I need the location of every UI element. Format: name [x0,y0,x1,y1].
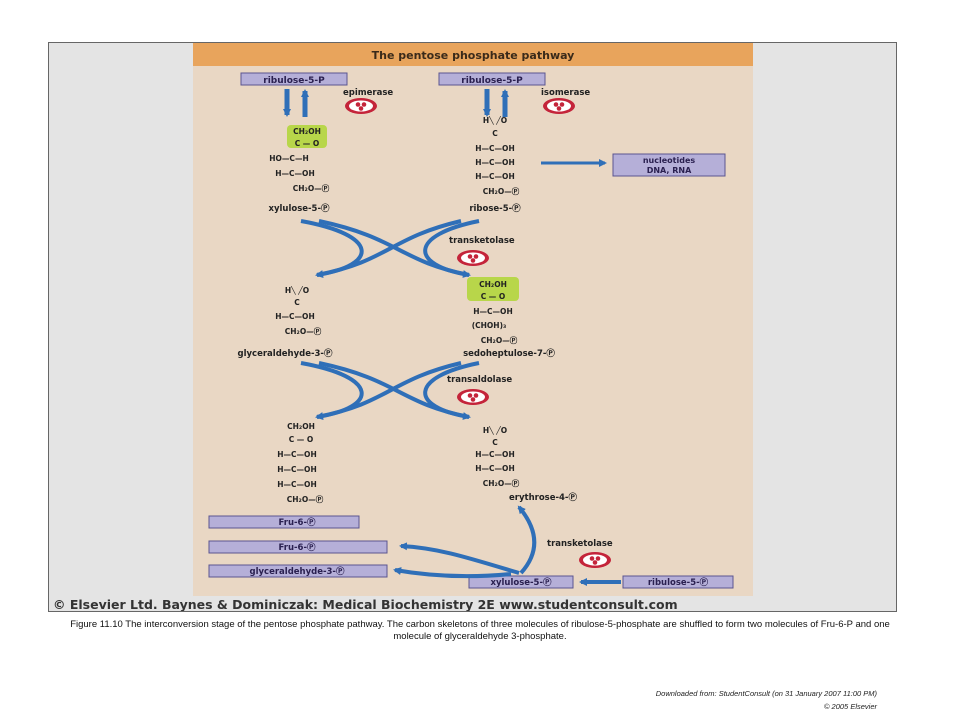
glyceraldehyde3p-box-label: glyceraldehyde-3-Ⓟ [250,566,345,577]
transketolase-1-crossing-arrows [300,219,480,278]
glyceraldehyde-struct-line-1: H╲ ╱O [285,286,309,295]
ribose-struct-line-1: H╲ ╱O [483,116,507,125]
sedoheptulose-keto-highlight [467,277,519,301]
diagram-title: The pentose phosphate pathway [372,49,575,62]
ribulose-5p-label-right: ribulose-5-P [461,76,523,86]
ribose-struct-line-4: H—C—OH [475,158,514,167]
diagram-panel [193,43,753,596]
title-bar [193,43,753,66]
nucleotides-label-2: DNA, RNA [647,166,692,175]
copyright-banner: © Elsevier Ltd. Baynes & Dominiczak: Med… [53,597,678,612]
glyceraldehyde-struct-line-3: H—C—OH [275,312,314,321]
sedoheptulose-struct-line-5: CH₂O—Ⓟ [481,335,518,345]
transketolase-2-arrows [393,505,621,586]
copyright-credit: © 2005 Elsevier [823,702,877,711]
xylulose5p-box [468,575,574,589]
pathway-diagram: The pentose phosphate pathway ribulose-5… [193,43,753,596]
isomerase-enzyme-icon [543,98,575,114]
erythrose-struct-line-3: H—C—OH [475,450,514,459]
fru6p-box-2 [208,540,388,554]
epimerase-enzyme-icon [345,98,377,114]
fru6p-box-1-label: Fru-6-Ⓟ [279,517,316,528]
ribose-struct-line-2: C [492,129,498,138]
fru6-struct-line-1: CH₂OH [287,422,315,431]
fru6p-box-2-label: Fru-6-Ⓟ [279,542,316,553]
erythrose-struct-line-2: C [492,438,498,447]
sedoheptulose-struct-line-1: CH₂OH [479,280,507,289]
xylulose-struct-line-4: H—C—OH [275,169,314,178]
ribulose-5p-box-left [240,72,348,86]
fru6-struct-line-2: C — O [289,435,314,444]
ribose-struct-line-6: CH₂O—Ⓟ [483,186,520,196]
xylulose-keto-highlight [287,125,327,148]
xylulose-struct-line-1: CH₂OH [293,127,321,136]
download-credit: Downloaded from: StudentConsult (on 31 J… [655,689,877,698]
fru6-struct-line-6: CH₂O—Ⓟ [287,494,324,504]
erythrose-struct-line-1: H╲ ╱O [483,426,507,435]
erythrose-struct-line-4: H—C—OH [475,464,514,473]
xylulose5p-box-label: xylulose-5-Ⓟ [490,577,552,588]
transaldolase-enzyme-icon [457,389,489,405]
ribulose5p-box [622,575,734,589]
ribose-struct-line-5: H—C—OH [475,172,514,181]
enzyme-transketolase-1-label: transketolase [449,236,515,246]
transaldolase-crossing-arrows [300,361,480,420]
epimerase-reversible-arrows [283,89,309,117]
enzyme-epimerase-label: epimerase [343,88,393,98]
enzyme-isomerase-label: isomerase [541,88,590,98]
nucleotides-label-1: nucleotides [643,156,696,165]
glyceraldehyde-3p-label: glyceraldehyde-3-Ⓟ [238,348,333,359]
ribulose-5p-label-left: ribulose-5-P [263,76,325,86]
sedoheptulose-struct-line-3: H—C—OH [473,307,512,316]
xylulose-struct-line-3: HO—C—H [269,154,308,163]
ribose-5p-label: ribose-5-Ⓟ [469,203,521,214]
figure-caption: Figure 11.10 The interconversion stage o… [70,619,890,642]
ribulose5p-box-label: ribulose-5-Ⓟ [648,577,709,588]
transketolase-1-enzyme-icon [457,250,489,266]
sedoheptulose-struct-line-2: C — O [481,292,506,301]
enzyme-transketolase-2-label: transketolase [547,539,613,549]
sedoheptulose-struct-line-4: (CHOH)₃ [472,321,507,330]
erythrose-struct-line-5: CH₂O—Ⓟ [483,478,520,488]
ribose-struct-line-3: H—C—OH [475,144,514,153]
xylulose-5p-label: xylulose-5-Ⓟ [268,203,330,214]
erythrose-4p-label: erythrose-4-Ⓟ [509,492,577,503]
enzyme-transaldolase-label: transaldolase [447,375,512,385]
isomerase-reversible-arrows [483,89,509,117]
fru6-struct-line-5: H—C—OH [277,480,316,489]
glyceraldehyde-struct-line-2: C [294,298,300,307]
fru6-struct-line-3: H—C—OH [277,450,316,459]
ribulose-5p-box-right [438,72,546,86]
sedoheptulose-7p-label: sedoheptulose-7-Ⓟ [463,348,555,359]
glyceraldehyde-struct-line-4: CH₂O—Ⓟ [285,326,322,336]
glyceraldehyde3p-box [208,564,388,578]
fru6p-box-1 [208,515,360,529]
figure-frame: The pentose phosphate pathway ribulose-5… [48,42,897,612]
transketolase-2-enzyme-icon [579,552,611,568]
xylulose-struct-line-5: CH₂O—Ⓟ [293,183,330,193]
fru6-struct-line-4: H—C—OH [277,465,316,474]
nucleotides-box [612,153,726,177]
xylulose-struct-line-2: C — O [295,139,320,148]
